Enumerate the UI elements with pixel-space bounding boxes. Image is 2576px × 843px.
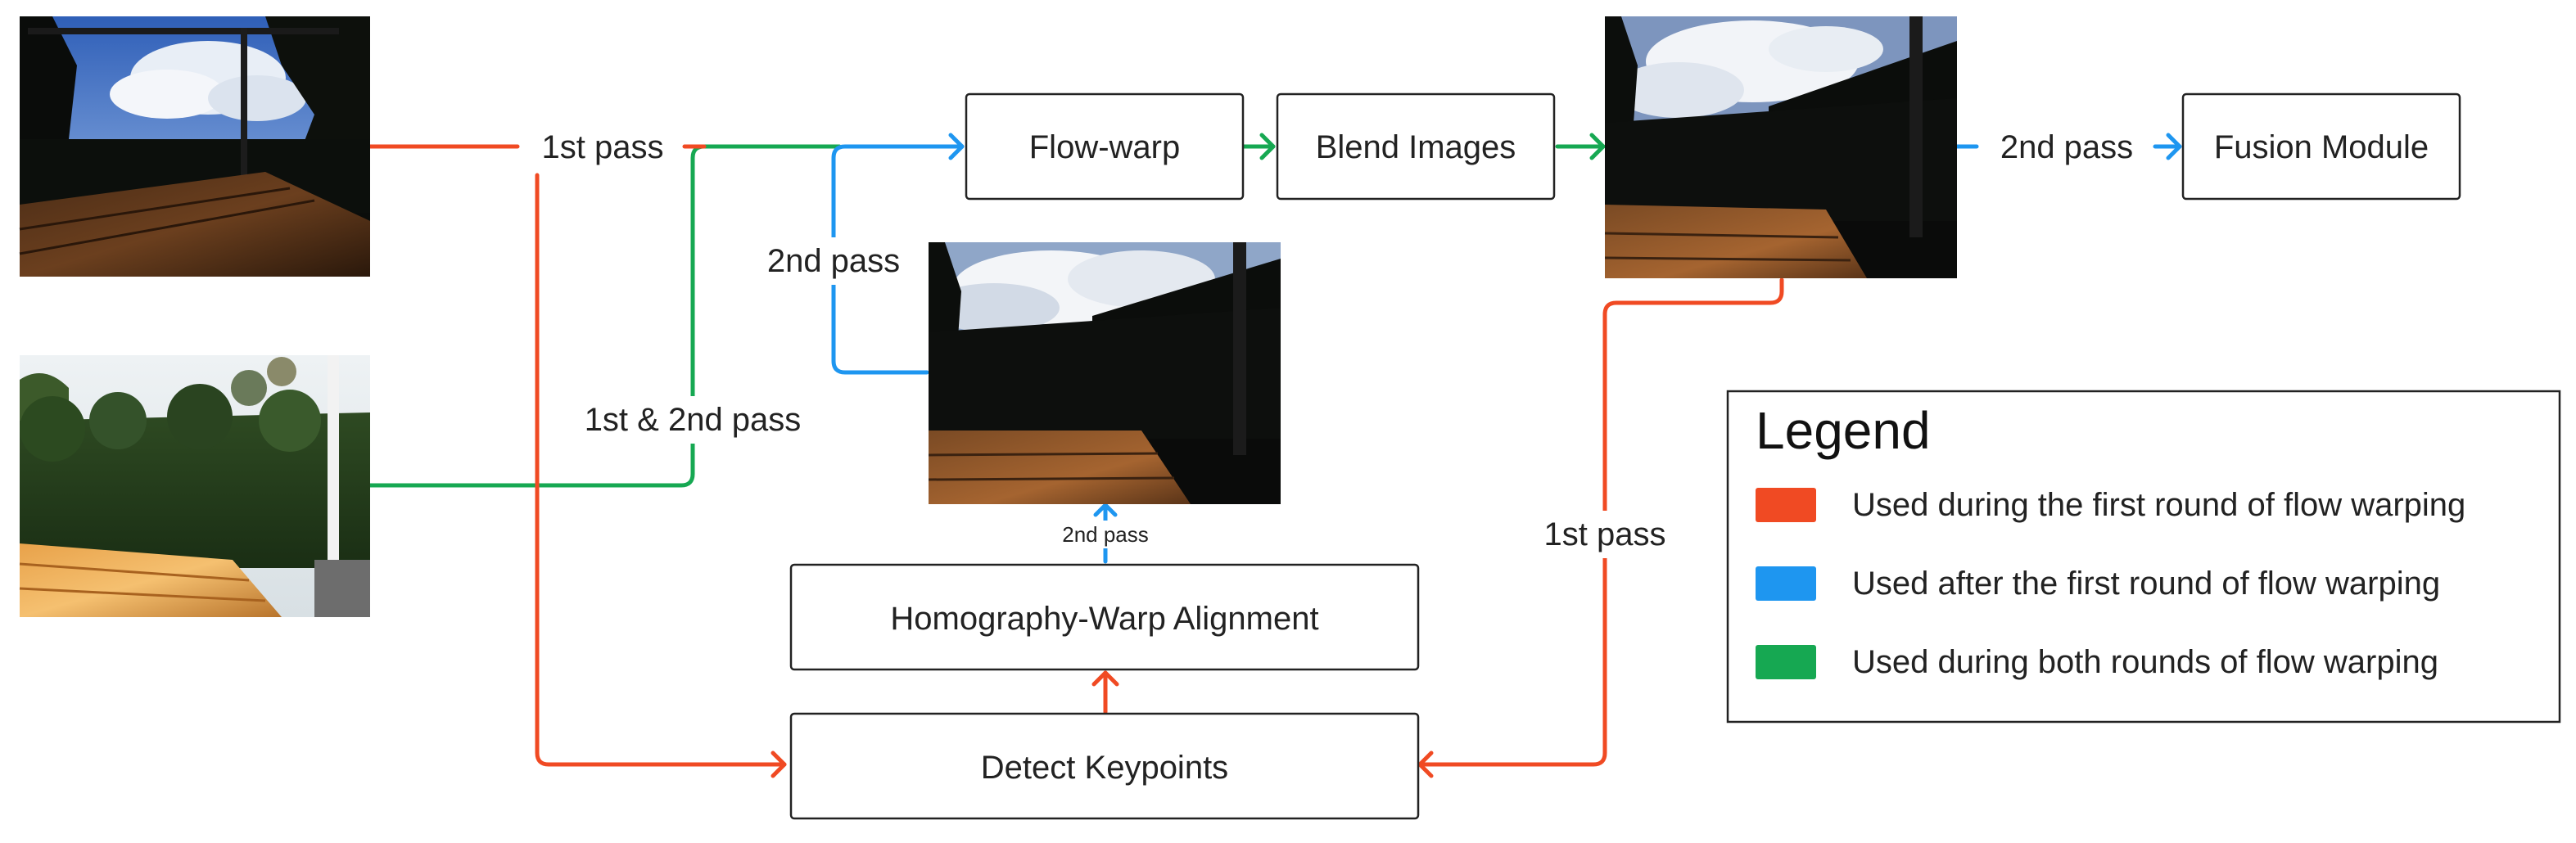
arrow-detect-keypoints-left: [771, 751, 787, 778]
arrow-output-in: [1589, 133, 1606, 160]
arrow-fusion-in: [2166, 133, 2182, 160]
legend-item-first-round: Used during the first round of flow warp…: [1852, 487, 2465, 523]
arrow-homography-in: [1091, 670, 1119, 687]
first-pass-label: 1st pass: [542, 129, 664, 165]
arrow-flow-warp-in: [948, 133, 965, 160]
arrow-detect-keypoints-right: [1417, 751, 1434, 778]
arrow-aligned-in: [1093, 503, 1118, 517]
second-pass-right-label: 2nd pass: [2000, 129, 2133, 165]
flow-warp-label: Flow-warp: [1029, 129, 1180, 165]
detect-keypoints-node: Detect Keypoints: [789, 712, 1420, 820]
legend: Legend Used during the first round of fl…: [1726, 390, 2561, 724]
legend-swatch-first-round: [1756, 488, 1816, 522]
homography-warp-label: Homography-Warp Alignment: [890, 601, 1318, 637]
fusion-module-label: Fusion Module: [2214, 129, 2429, 165]
homography-aligned-photo: [928, 242, 1281, 504]
wire-output-to-detect-keypoints: [1417, 277, 1784, 767]
legend-box: [1726, 390, 2561, 724]
legend-swatch-after-first: [1756, 566, 1816, 601]
second-pass-small-label: 2nd pass: [1062, 522, 1149, 547]
first-pass-right-label: 1st pass: [1544, 516, 1666, 552]
blend-images-label: Blend Images: [1316, 129, 1516, 165]
legend-title: Legend: [1756, 401, 1931, 460]
bright-exposure-photo: [19, 355, 370, 617]
arrow-blend-in: [1259, 133, 1276, 160]
dark-exposure-photo: [19, 16, 370, 277]
homography-warp-node: Homography-Warp Alignment: [789, 563, 1420, 671]
blend-images-node: Blend Images: [1276, 92, 1556, 201]
detect-keypoints-label: Detect Keypoints: [981, 750, 1228, 786]
legend-item-both-rounds: Used during both rounds of flow warping: [1852, 644, 2438, 680]
flow-warp-node: Flow-warp: [965, 92, 1245, 201]
first-and-second-pass-label: 1st & 2nd pass: [585, 402, 802, 438]
wire-dark-to-detect-keypoints: [535, 173, 787, 767]
legend-item-after-first: Used after the first round of flow warpi…: [1852, 566, 2440, 602]
legend-swatch-both-rounds: [1756, 645, 1816, 679]
blended-output-photo: [1604, 16, 1957, 278]
second-pass-label: 2nd pass: [767, 243, 900, 279]
fusion-module-node: Fusion Module: [2181, 92, 2461, 201]
